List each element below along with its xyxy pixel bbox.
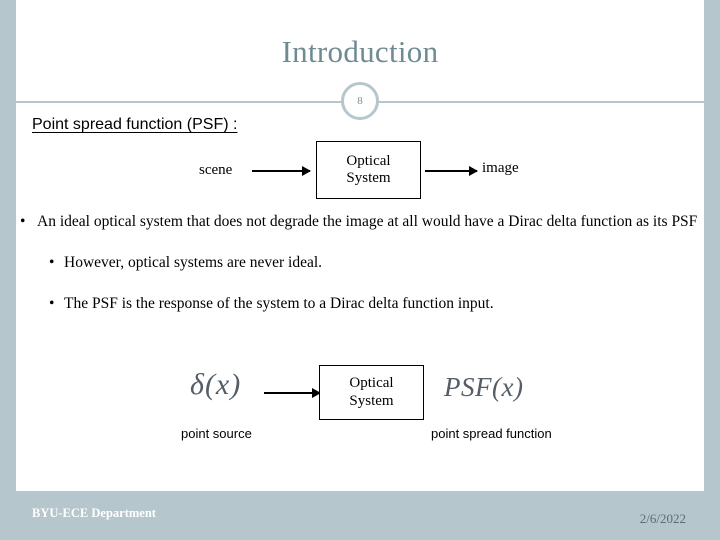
footer-department: BYU-ECE Department (32, 506, 156, 520)
diagram-top-output-label: image (482, 160, 519, 176)
bullet-dot-icon: • (49, 253, 55, 271)
arrow-right-icon (252, 166, 311, 176)
diagram-bottom-output-formula: PSF(x) (444, 372, 524, 402)
list-item: • An ideal optical system that does not … (20, 213, 698, 230)
list-item-text: The PSF is the response of the system to… (64, 294, 494, 312)
diagram-top-box-line2: System (346, 170, 391, 186)
page-number-badge: 8 (341, 82, 379, 120)
footer-date: 2/6/2022 (639, 511, 686, 526)
arrow-right-icon (264, 388, 321, 398)
bullet-dot-icon: • (49, 294, 55, 312)
diagram-bottom-box-line2: System (349, 392, 394, 409)
arrow-right-icon (425, 166, 478, 176)
footer-band (16, 493, 704, 540)
left-accent-bar (0, 0, 16, 540)
slide-canvas: Introduction 8 Point spread function (PS… (16, 0, 704, 540)
psf-block-diagram-bottom: δ(x) Optical System PSF(x) point source … (16, 360, 704, 452)
diagram-bottom-input-formula: δ(x) (190, 368, 242, 401)
page-title: Introduction (281, 34, 439, 69)
list-item: • The PSF is the response of the system … (44, 294, 698, 315)
diagram-bottom-output-caption: point spread function (431, 426, 552, 441)
diagram-bottom-system-box: Optical System (319, 365, 424, 420)
right-accent-bar (704, 0, 720, 540)
footer-divider (16, 491, 704, 493)
diagram-top-input-label: scene (199, 162, 233, 178)
list-item: • However, optical systems are never ide… (44, 253, 698, 274)
section-heading: Point spread function (PSF) : (32, 116, 238, 133)
psf-block-diagram-top: scene Optical System image (16, 140, 704, 212)
diagram-bottom-input-caption: point source (181, 426, 252, 441)
diagram-top-system-box: Optical System (316, 141, 421, 199)
diagram-top-box-line1: Optical (346, 152, 391, 169)
bullet-list: • An ideal optical system that does not … (20, 212, 698, 335)
list-item-text: An ideal optical system that does not de… (37, 213, 698, 230)
diagram-bottom-box-line1: Optical (349, 375, 394, 392)
list-item-text: However, optical systems are never ideal… (64, 253, 323, 271)
